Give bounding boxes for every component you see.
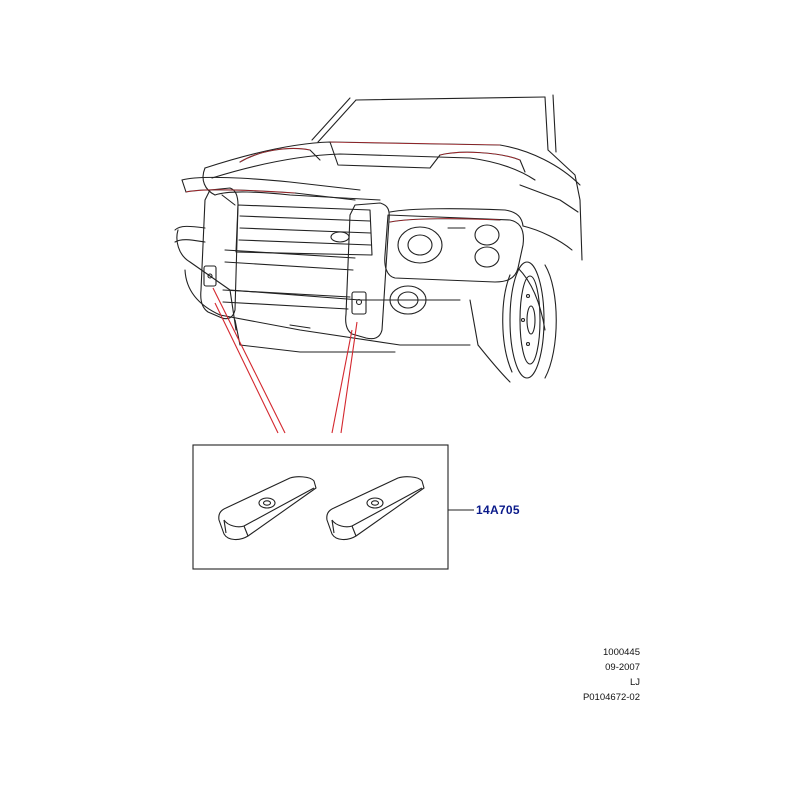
front-wheel: [502, 261, 557, 379]
highlight-lines: [185, 141, 521, 223]
windshield: [311, 94, 581, 201]
drawing-initials: LJ: [629, 677, 640, 688]
headlight: [384, 214, 524, 283]
front-fender: [477, 199, 583, 383]
mount-location-left: [203, 265, 217, 287]
brush-guard: [174, 176, 524, 340]
hood: [202, 141, 581, 213]
drawing-metadata: 1000445 09-2007 LJ P0104672-02: [583, 645, 640, 705]
grille: [214, 191, 381, 256]
detail-box: [192, 444, 449, 570]
bumper: [176, 229, 479, 353]
drawing-id: 1000445: [603, 647, 640, 658]
drawing-date: 09-2007: [605, 662, 640, 673]
badge-plate-right: [326, 476, 425, 541]
illustration-ref: P0104672-02: [582, 692, 640, 703]
mount-location-right: [351, 291, 367, 315]
badge-plate-left: [218, 476, 317, 541]
part-number-label: 14A705: [476, 503, 520, 517]
leader-lines: [212, 287, 358, 434]
